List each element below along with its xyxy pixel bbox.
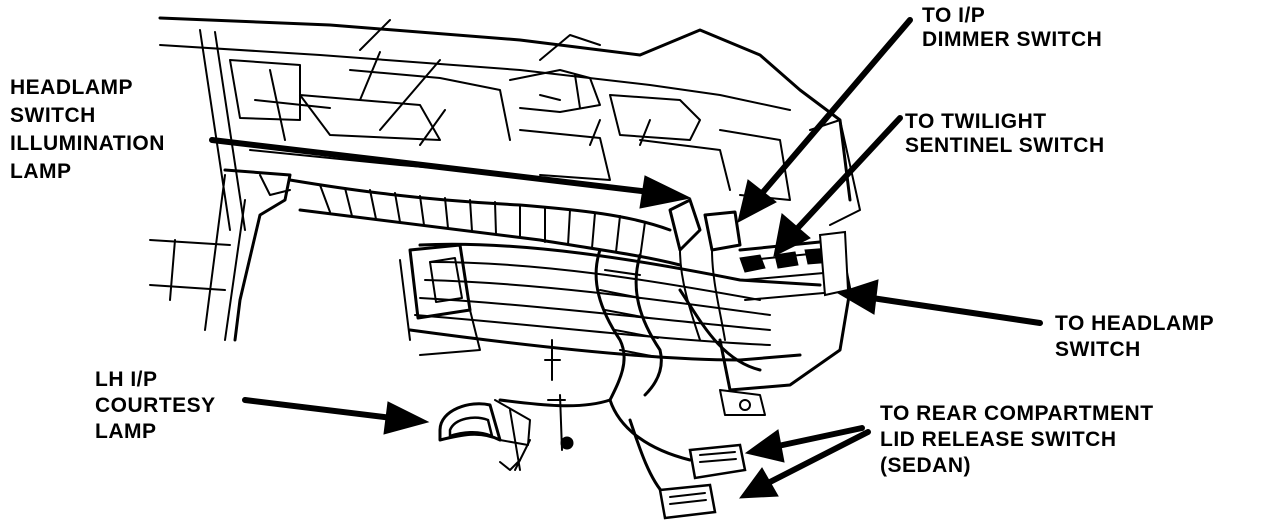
label-rear-compartment-lid-release: TO REAR COMPARTMENT LID RELEASE SWITCH (… <box>880 402 1160 477</box>
left-support-bracket <box>149 168 292 342</box>
courtesy-lamp-arrow <box>242 397 430 435</box>
rear-compartment-connectors <box>608 398 747 520</box>
label-twilight-sentinel-switch: TO TWILIGHT SENTINEL SWITCH <box>905 110 1105 157</box>
courtesy-lamp-socket <box>438 339 612 471</box>
main-harness-bundle <box>288 178 682 402</box>
label-headlamp-switch-illumination-lamp: HEADLAMP SWITCH ILLUMINATION LAMP <box>10 76 171 183</box>
ribbon-harness <box>399 242 822 362</box>
label-ip-dimmer-switch: TO I/P DIMMER SWITCH <box>922 4 1102 51</box>
leader-arrows <box>209 17 1043 499</box>
label-headlamp-switch: TO HEADLAMP SWITCH <box>1055 312 1220 361</box>
twilight-sentinel-arrow <box>773 115 903 257</box>
headlamp-switch-arrow <box>836 279 1043 326</box>
dimmer-switch-arrow <box>737 17 913 223</box>
dimmer-and-twilight-connectors <box>668 198 762 372</box>
label-lh-ip-courtesy-lamp: LH I/P COURTESY LAMP <box>95 368 222 443</box>
headlamp-switch-body <box>718 230 852 416</box>
rear-compartment-arrows <box>738 425 871 499</box>
instrument-panel-artwork <box>149 16 861 520</box>
illumination-lamp-arrow <box>209 137 692 209</box>
callout-labels: HEADLAMP SWITCH ILLUMINATION LAMP TO I/P… <box>10 4 1220 477</box>
